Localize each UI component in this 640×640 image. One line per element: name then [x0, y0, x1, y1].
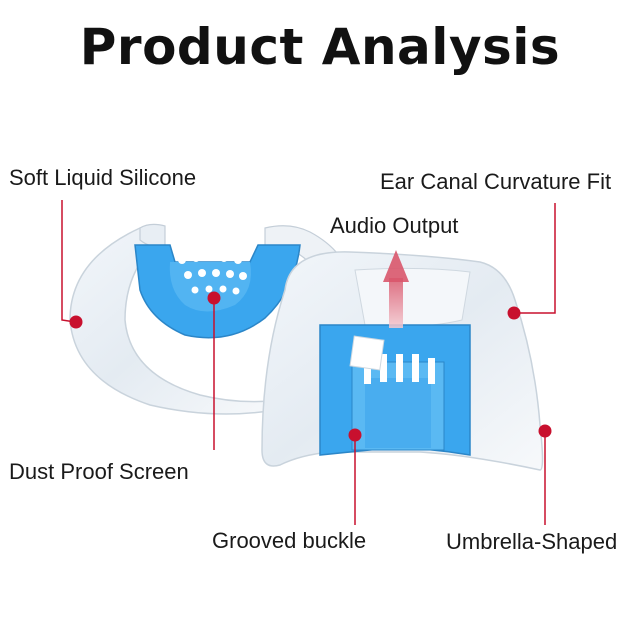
right-ear-tip — [261, 251, 544, 471]
callout-dot-ear-canal-curvature-fit — [507, 306, 521, 320]
label-ear-canal-curvature-fit: Ear Canal Curvature Fit — [380, 169, 612, 194]
label-soft-liquid-silicone: Soft Liquid Silicone — [9, 165, 197, 190]
label-umbrella-shaped: Umbrella-Shaped — [446, 529, 618, 554]
grooves — [364, 354, 435, 384]
callout-dot-grooved-buckle — [348, 428, 362, 442]
page-title: Product Analysis — [79, 18, 561, 76]
callout-dot-soft-liquid-silicone — [69, 315, 83, 329]
label-dust-proof-screen: Dust Proof Screen — [9, 459, 189, 484]
left-ear-tip — [69, 223, 351, 415]
label-grooved-buckle: Grooved buckle — [212, 528, 367, 553]
callout-dot-dust-proof-screen — [207, 291, 221, 305]
screen-holes — [178, 253, 247, 295]
label-audio-output: Audio Output — [330, 213, 459, 238]
callout-dot-umbrella-shaped — [538, 424, 552, 438]
audio-output-arrow — [383, 250, 409, 328]
callout-dots — [69, 291, 552, 442]
